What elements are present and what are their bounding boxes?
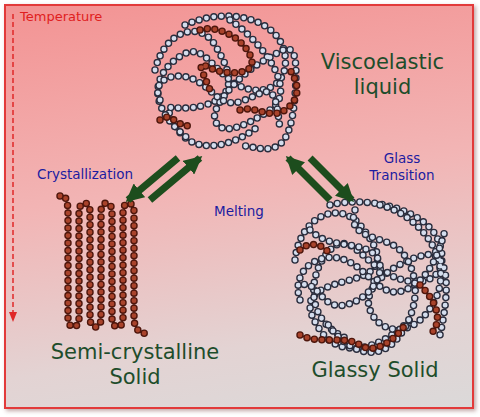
axis-label: Temperature [20, 9, 102, 24]
transition-arrow [288, 158, 330, 200]
melt-chain-tangle [155, 16, 297, 149]
transition-arrow [310, 158, 352, 200]
transition-arrow [150, 158, 200, 200]
state-node: Viscoelastic liquid [145, 8, 470, 158]
state-name: Semi-crystalline Solid [25, 340, 245, 390]
transition-label: Melting [204, 203, 274, 220]
folded-chain [60, 195, 148, 333]
state-node: Glassy Solid [285, 200, 465, 400]
transition-label: Glass Transition [352, 150, 452, 184]
transition-label: Crystallization [20, 166, 150, 183]
glass-chain-tangle [295, 202, 446, 352]
temperature-arrow [9, 14, 17, 322]
state-name: Glassy Solid [285, 358, 465, 383]
state-node: Semi-crystalline Solid [25, 200, 245, 400]
state-name: Viscoelastic liquid [300, 50, 465, 100]
transition-arrow [128, 158, 178, 200]
